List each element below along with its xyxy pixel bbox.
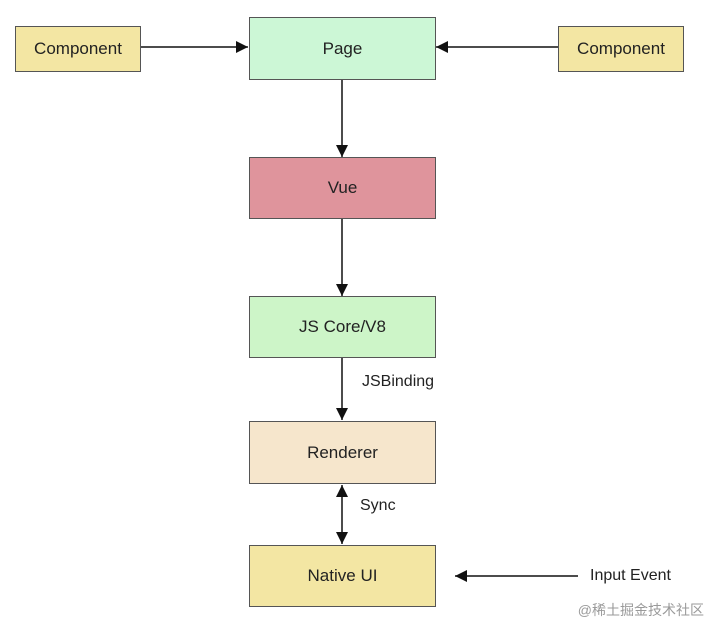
input-event-label: Input Event [590, 567, 671, 584]
component-right-box: Component [558, 26, 684, 72]
renderer-box: Renderer [249, 421, 436, 484]
component-left-box: Component [15, 26, 141, 72]
vue-box: Vue [249, 157, 436, 219]
jscore-box: JS Core/V8 [249, 296, 436, 358]
page-box: Page [249, 17, 436, 80]
watermark: @稀土掘金技术社区 [577, 602, 704, 618]
jsbinding-label: JSBinding [362, 373, 435, 390]
native-ui-box: Native UI [249, 545, 436, 607]
sync-label: Sync [360, 497, 396, 514]
